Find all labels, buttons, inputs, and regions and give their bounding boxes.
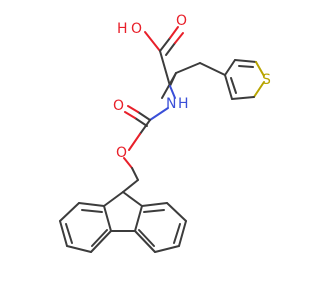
thiophene-ring (224, 59, 265, 100)
fl-right-d1 (143, 209, 165, 213)
acid-co-double-b (174, 32, 184, 44)
c-n-bond (169, 85, 176, 99)
bond-b (175, 62, 201, 74)
fl-left-4 (66, 245, 92, 253)
acid-co-bond-a (159, 37, 171, 52)
carbamate-co-double-d (124, 111, 136, 119)
acid-oh-bond (144, 31, 161, 52)
fl-left-3 (59, 220, 68, 247)
atom-label-o-hydroxyl: O (131, 21, 142, 37)
thio-bond-2 (234, 59, 257, 63)
n-c-bond (149, 107, 169, 121)
ester-o-ch2-a (123, 157, 133, 169)
carbamate-co-double-a (137, 111, 151, 121)
bond-ch2-thiophene (199, 62, 226, 76)
fl-5ring-4 (134, 205, 143, 232)
acid-co-double-a (165, 42, 176, 56)
thio-bond-4 (253, 81, 265, 98)
fl-5ring-1 (103, 191, 124, 207)
fl-right-5 (134, 230, 156, 253)
carbamate-co-double-c (134, 117, 148, 127)
fl-left-d2 (65, 223, 73, 244)
fl-left-d1 (81, 209, 103, 213)
acid-co-bond-b (169, 26, 179, 39)
ester-o-ch2-b (131, 167, 139, 181)
thio-bond-3 (255, 61, 265, 77)
atom-label-h-acid: H (117, 21, 128, 37)
thio-bond-6 (224, 74, 233, 100)
thio-bond-1 (224, 59, 236, 76)
fl-right-2 (166, 202, 187, 222)
carbamate-c-o-b (128, 133, 141, 151)
ch2-fluorenyl (122, 179, 139, 193)
backbone (161, 62, 226, 99)
atom-label-o-carbamate-ester: O (116, 145, 127, 161)
atom-label-o-carbamate-carbonyl: O (113, 98, 124, 114)
thio-bond-5 (231, 96, 255, 100)
fl-right-d2 (173, 223, 181, 244)
fl-right-4 (154, 245, 180, 253)
atom-label-h-amide: H (178, 96, 189, 112)
structure-diagram: H O O N H O O S (59, 13, 271, 253)
thio-double-1 (238, 65, 254, 68)
fl-5ring-2 (122, 191, 143, 207)
fl-5ring-3 (103, 205, 112, 232)
carbamate-c-o-a (139, 119, 151, 135)
bond-c (161, 72, 177, 99)
fl-left-2 (59, 202, 80, 222)
acid-ch2-bond (159, 50, 171, 87)
carboxylic-acid-group (144, 26, 184, 87)
carbamate-group (122, 85, 176, 193)
fl-right-d3 (138, 229, 155, 247)
fl-left-1 (78, 202, 105, 207)
thio-double-2 (230, 77, 237, 94)
fluorene-ring-system (59, 191, 187, 253)
fl-right-1 (141, 202, 168, 207)
atom-label-o-acid-carbonyl: O (176, 13, 187, 29)
atom-label-s-thiophene: S (262, 72, 271, 88)
fl-left-5 (90, 230, 112, 253)
carbamate-co-double-b (127, 105, 139, 113)
fl-left-d3 (91, 229, 108, 247)
fl-right-3 (178, 220, 187, 247)
atom-label-n-amide: N (166, 96, 176, 112)
